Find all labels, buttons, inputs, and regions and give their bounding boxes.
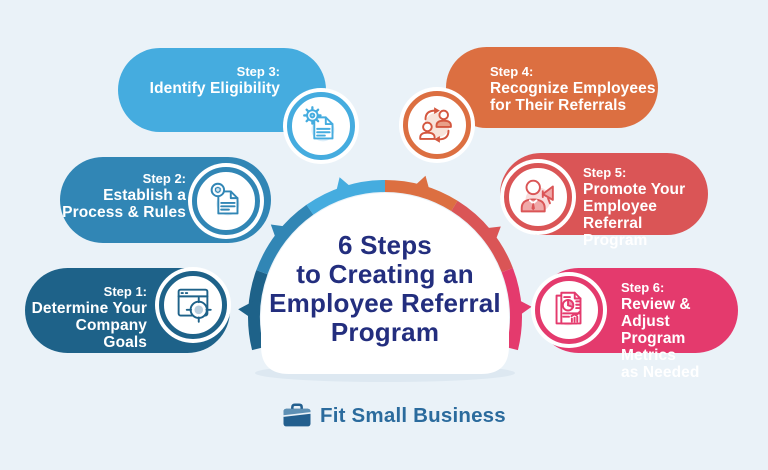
title-line-4: Program [330,317,440,347]
step-2-line-1: Establish a [103,187,186,204]
step-5-line-3: Program [583,232,648,249]
step-4-text: Step 4: Recognize Employees for Their Re… [490,64,658,114]
brand-logo: Fit Small Business [281,402,506,429]
step-4-label: Step 4: [490,64,534,79]
referral-cycle-icon [419,107,452,143]
document-gear-icon [303,106,335,142]
step-2-line-2: Process & Rules [62,204,186,221]
step-2-label: Step 2: [142,171,186,186]
ring-spike-step4 [409,175,432,197]
step-1-label: Step 1: [103,284,147,299]
report-metrics-icon [555,291,582,326]
step-6-label: Step 6: [621,280,665,295]
step-5-label: Step 5: [583,165,627,180]
step-4-icon-circle [403,91,471,159]
step-2-icon-circle [192,167,260,235]
title-line-2: to Creating an [296,259,474,289]
briefcase-icon [283,403,311,427]
step-6-line-1: Review & Adjust [621,296,691,330]
step-4-line-2: for Their Referrals [490,97,627,114]
ring-spike-step3 [334,177,356,199]
step-6-line-3: as Needed [621,364,700,381]
step-1-line-1: Determine Your [31,300,147,317]
step-3-line: Identify Eligibility [149,80,280,97]
title-line-1: 6 Steps [338,230,432,260]
page-title: 6 Steps to Creating an Employee Referral… [252,231,518,347]
step-3-label: Step 3: [236,64,280,79]
step-3-icon-circle [287,92,355,160]
step-5-line-1: Promote Your [583,181,686,198]
step-3-text: Step 3: Identify Eligibility [120,64,280,97]
step-4-line-1: Recognize Employees [490,80,656,97]
step-6-icon-circle [535,276,603,344]
step-6-line-2: Program Metrics [621,330,686,364]
dome-shadow [255,364,515,382]
step-5-line-2: Employee Referral [583,198,658,232]
step-1-text: Step 1: Determine Your Company Goals [29,284,147,351]
step-1-icon-circle [159,271,227,339]
step-6-text: Step 6: Review & Adjust Program Metrics … [621,280,737,381]
title-line-3: Employee Referral [269,288,501,318]
step-4-pill: Step 4: Recognize Employees for Their Re… [446,47,658,128]
brand-name: Fit Small Business [320,403,506,427]
step-5-text: Step 5: Promote Your Employee Referral P… [583,165,705,249]
step-2-text: Step 2: Establish a Process & Rules [62,171,186,221]
ring-segment-step3 [306,180,386,215]
browser-target-icon [177,288,212,323]
megaphone-person-icon [520,179,554,213]
ring-segment-step4 [384,180,458,212]
step-5-icon-circle [504,163,572,231]
step-1-line-2: Company Goals [75,317,147,351]
document-badge-icon [210,182,240,216]
